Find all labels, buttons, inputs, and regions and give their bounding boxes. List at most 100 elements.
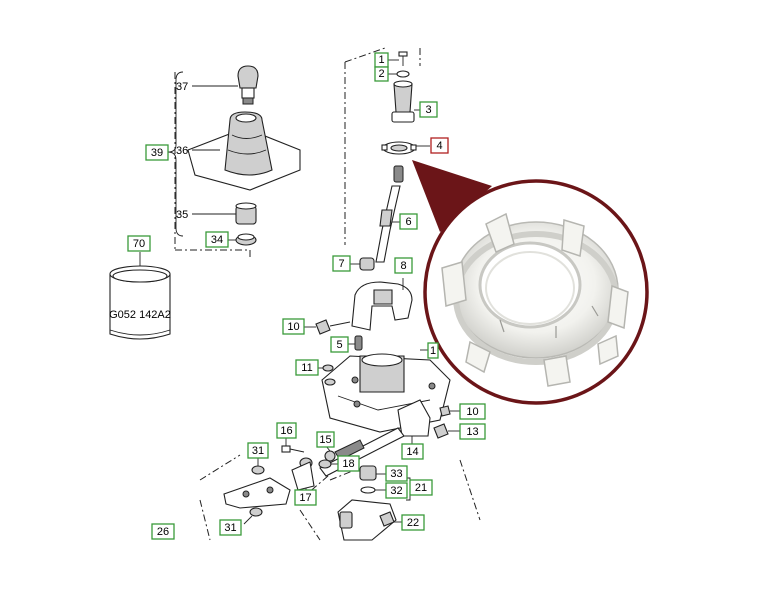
callout-number: 14 — [406, 446, 418, 458]
callout-box — [205, 231, 229, 248]
leader-31-bottom — [243, 515, 253, 525]
callout-number: 6 — [405, 216, 411, 228]
bush-part-35 — [235, 202, 257, 225]
gear-lever-part-6 — [375, 185, 401, 263]
bolt-part-13 — [433, 423, 460, 439]
callout-c2: 2 — [374, 66, 389, 82]
callout-c31b: 31 — [219, 519, 242, 536]
washer-part-31-top — [251, 465, 265, 475]
ring-part-32 — [360, 486, 376, 494]
dashed-assembly-outline-bottom — [199, 454, 481, 541]
callout-number: 22 — [407, 517, 419, 529]
callout-number: 31 — [252, 445, 264, 457]
callout-c39: 39 — [145, 144, 169, 161]
bolt-part-1 — [398, 51, 408, 66]
callout-c5: 5 — [330, 336, 349, 353]
callout-box — [399, 213, 418, 230]
callout-number: 1 — [378, 54, 384, 66]
callout-c31a: 31 — [247, 442, 269, 459]
callout-box — [385, 465, 408, 482]
callout-number: 2 — [378, 68, 384, 80]
callout-c16: 16 — [276, 422, 297, 439]
callout-c11: 11 — [295, 359, 319, 376]
callout-number: 70 — [133, 238, 145, 250]
bolt-part-10-left — [315, 319, 351, 335]
callout-c4: 4 — [430, 137, 449, 154]
ring-part-34 — [235, 233, 257, 246]
callout-box — [276, 422, 297, 439]
shift-knob-part-37 — [237, 65, 259, 105]
zoom-pointer-wedge — [412, 160, 492, 232]
washer-part-31-bottom — [249, 507, 263, 517]
bush-part-4-small — [381, 141, 417, 155]
callout-box — [430, 137, 449, 154]
callout-c33: 33 — [385, 465, 408, 482]
spring-part — [393, 165, 404, 183]
callout-box — [247, 442, 269, 459]
dashed-assembly-outline-top — [344, 47, 386, 245]
callout-number: 31 — [224, 522, 236, 534]
callout-box — [459, 423, 486, 440]
callout-c3: 3 — [419, 101, 438, 118]
callout-c34: 34 — [205, 231, 229, 248]
callout-c70: 70 — [127, 235, 151, 252]
callout-number: 4 — [436, 140, 442, 152]
sealing-ring-part-70 — [109, 265, 171, 340]
callout-box — [145, 144, 169, 161]
callout-number: 33 — [390, 468, 402, 480]
label-p35: 35 — [176, 209, 188, 221]
callout-number: 3 — [425, 104, 431, 116]
callout-box — [332, 255, 351, 272]
callout-c18: 18 — [337, 455, 360, 472]
dashed-assembly-outline-left — [174, 72, 251, 258]
gear-gaiter-part-36 — [187, 111, 301, 191]
callout-c15: 15 — [316, 431, 335, 448]
callout-number: 32 — [390, 485, 402, 497]
callout-c1: 1 — [374, 52, 389, 68]
callout-box — [419, 101, 438, 118]
shift-housing-base — [321, 353, 451, 433]
callout-number: 7 — [338, 258, 344, 270]
callout-box — [219, 519, 242, 536]
callout-number: 13 — [466, 426, 478, 438]
callout-box — [295, 359, 319, 376]
callout-box — [427, 342, 439, 359]
callout-c13: 13 — [459, 423, 486, 440]
callout-box — [409, 479, 433, 496]
callout-c21: 21 — [409, 479, 433, 496]
callout-box — [127, 235, 151, 252]
callout-number: 17 — [299, 492, 311, 504]
callout-box — [459, 403, 486, 420]
callout-number: 21 — [415, 482, 427, 494]
callout-c26: 26 — [151, 523, 175, 540]
callout-number: 8 — [400, 260, 406, 272]
callout-c14: 14 — [401, 443, 424, 460]
spring-part-5 — [354, 335, 363, 351]
bracket-part-17 — [291, 461, 315, 491]
callout-box — [385, 482, 408, 499]
clip-part-18 — [318, 459, 332, 469]
bush-part-33 — [359, 465, 377, 481]
callout-number: 1 — [430, 345, 436, 357]
callout-box — [294, 489, 317, 506]
callout-box — [401, 443, 424, 460]
callout-number: 11 — [301, 362, 312, 374]
callout-c10b: 10 — [459, 403, 486, 420]
callout-number: 15 — [319, 434, 331, 446]
callout-c10a: 10 — [282, 318, 305, 335]
callout-number: 10 — [466, 406, 478, 418]
bolt-part-10-right — [439, 405, 451, 417]
callout-c6: 6 — [399, 213, 418, 230]
callout-box — [401, 514, 425, 531]
label-p37: 37 — [176, 81, 188, 93]
callout-box — [337, 455, 360, 472]
bush-part-4-photo — [441, 212, 629, 387]
part-70-marking: G052 142A2 — [109, 309, 171, 321]
callout-number: 10 — [287, 321, 299, 333]
callout-c32: 32 — [385, 482, 408, 499]
selector-part-21 — [337, 499, 397, 541]
